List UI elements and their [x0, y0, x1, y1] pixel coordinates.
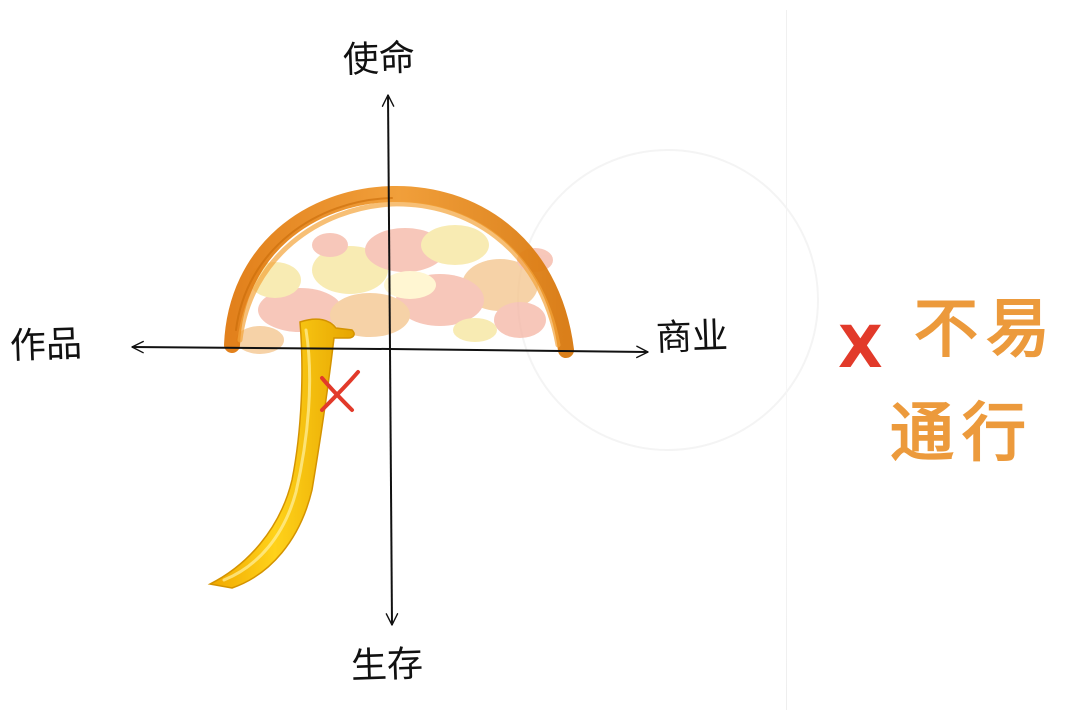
axis-label-bottom: 生存 [350, 643, 424, 688]
side-note-line-1: 不易 [914, 293, 1058, 367]
horizontal-axis-right-arrow [389, 345, 649, 359]
umbrella-canopy-texture [236, 225, 553, 354]
quadrant-axes [131, 94, 649, 626]
umbrella-handle [207, 318, 355, 589]
faint-guide-circle [517, 149, 819, 451]
side-note: X 不易 通行 [828, 290, 1058, 490]
horizontal-axis-left-arrow [131, 340, 391, 354]
axis-label-top: 使命 [342, 37, 416, 82]
side-note-line-2: 通行 [890, 397, 1034, 471]
red-cross-mark [320, 370, 360, 412]
vertical-axis-up-arrow [381, 94, 395, 351]
side-cross-mark: X [838, 313, 883, 381]
axis-label-right: 商业 [655, 315, 729, 360]
panel-divider [786, 10, 787, 710]
umbrella-canopy-arc [224, 185, 574, 358]
vertical-axis-down-arrow [385, 349, 399, 626]
axis-label-left: 作品 [9, 323, 83, 368]
